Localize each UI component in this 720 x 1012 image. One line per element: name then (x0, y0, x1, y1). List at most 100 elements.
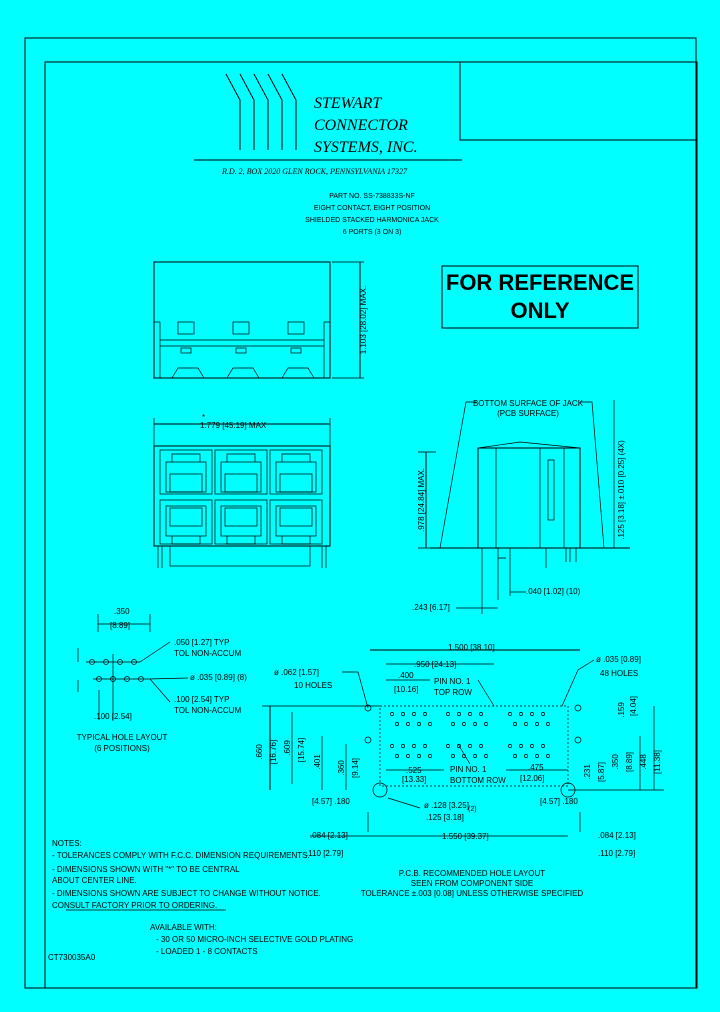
dim-100-bottom: .100 [2.54] (94, 712, 132, 721)
typical-layout-subtitle: (6 POSITIONS) (94, 744, 150, 753)
dim-1500: 1.500 [38.10] (448, 643, 495, 652)
pcb-hole (484, 754, 488, 758)
dim-050: .050 [1.27] TYP (174, 638, 229, 647)
dim-128: ø .128 [3.25] (424, 801, 469, 810)
pcb-hole (390, 744, 394, 748)
board-lock-hole-left (372, 782, 388, 798)
bottom-surface-label-2: (PCB SURFACE) (497, 409, 559, 418)
pcb-hole (513, 754, 517, 758)
dim-050-tol: TOL NON-ACCUM (174, 649, 241, 658)
pcb-hole (462, 722, 466, 726)
pcb-hole (412, 712, 416, 716)
typical-layout-title: TYPICAL HOLE LAYOUT (77, 733, 168, 742)
dim-062: ø .062 [1.57] (274, 668, 319, 677)
available-1: - 30 OR 50 MICRO-INCH SELECTIVE GOLD PLA… (156, 935, 353, 944)
pcb-hole (395, 722, 399, 726)
dim-525: .525 (406, 766, 422, 775)
part-number: PART NO. SS-738833S-NF (329, 193, 415, 200)
pcb-hole (446, 744, 450, 748)
note-2-cont: ABOUT CENTER LINE. (52, 876, 137, 885)
pcb-hole (412, 744, 416, 748)
pcb-hole (468, 712, 472, 716)
top-view-drawing (153, 261, 331, 379)
pin1-bottom-sub: BOTTOM ROW (450, 776, 506, 785)
note-3-cont: CONSULT FACTORY PRIOR TO ORDERING. (52, 901, 217, 910)
pcb-hole (535, 722, 539, 726)
dim-400: .400 (398, 671, 414, 680)
pcb-hole (395, 754, 399, 758)
dim-035-large: ø .035 [0.89] (596, 655, 641, 664)
dim-360: .360 (337, 760, 346, 776)
pcb-hole (457, 712, 461, 716)
pcb-hole (473, 722, 477, 726)
dim-040: .040 [1.02] (10) (526, 587, 581, 596)
dim-350-mm: [8.89] (110, 621, 130, 630)
reference-stamp-line1: FOR REFERENCE (446, 270, 634, 295)
pcb-hole (473, 754, 477, 758)
notes-title: NOTES: (52, 839, 82, 848)
dim-height: 1.103 [28.02] MAX. (359, 286, 368, 355)
dim-448: .448 (639, 754, 648, 770)
dim-100: .100 [2.54] TYP (174, 695, 229, 704)
dim-475-mm: [12.06] (520, 774, 544, 783)
pcb-layout-tolerance: TOLERANCE ±.003 [0.08] UNLESS OTHERWISE … (361, 889, 584, 898)
part-desc-1: EIGHT CONTACT, EIGHT POSITION (314, 205, 430, 212)
pcb-hole-pattern (379, 705, 569, 787)
pcb-hole (479, 712, 483, 716)
dim-448-mm: [11.38] (653, 750, 662, 774)
pcb-hole (524, 722, 528, 726)
reference-stamp-line2: ONLY (510, 298, 569, 323)
part-desc-2: SHIELDED STACKED HARMONICA JACK (305, 217, 439, 224)
dim-401: .401 (313, 754, 322, 770)
company-name-2: CONNECTOR (314, 117, 408, 134)
dim-457-right: [4.57] .180 (540, 797, 578, 806)
available-2: - LOADED 1 - 8 CONTACTS (156, 947, 258, 956)
dim-side-height: .978 [24.84] MAX. (417, 468, 426, 532)
pin1-top-label: PIN NO. 1 (434, 677, 471, 686)
pcb-hole (428, 722, 432, 726)
pcb-hole (406, 754, 410, 758)
pcb-hole (446, 712, 450, 716)
pin1-bottom-label: PIN NO. 1 (450, 765, 487, 774)
document-number: CT730035A0 (48, 953, 96, 962)
mount-hole-mid-left (364, 736, 372, 744)
dim-231: .231 (583, 764, 592, 780)
pcb-hole (513, 722, 517, 726)
pcb-hole (530, 712, 534, 716)
pcb-hole (519, 712, 523, 716)
front-view-drawing (153, 445, 331, 568)
pcb-hole (428, 754, 432, 758)
note-1: - TOLERANCES COMPLY WITH F.C.C. DIMENSIO… (52, 851, 310, 860)
mount-hole-top-left (364, 704, 372, 712)
pcb-hole (417, 754, 421, 758)
dim-035-small: ø .035 [0.89] (8) (190, 673, 247, 682)
dim-360-mm: [9.14] (351, 758, 360, 778)
dim-660: .660 (255, 744, 264, 760)
pin1-top-sub: TOP ROW (434, 688, 472, 697)
dim-609: .609 (283, 740, 292, 756)
available-title: AVAILABLE WITH: (150, 923, 217, 932)
title-block-box (459, 62, 697, 141)
pcb-hole (451, 722, 455, 726)
dim-609-mm: [15.74] (297, 738, 306, 762)
dim-110-left: .110 [2.79] (306, 849, 343, 858)
dim-950: .950 [24.13] (414, 660, 456, 669)
dim-457-left: [4.57] .180 (312, 797, 350, 806)
dim-084-left: .084 [2.13] (310, 831, 348, 840)
pcb-hole (406, 722, 410, 726)
dim-400-mm: [10.16] (394, 685, 418, 694)
pcb-hole (423, 744, 427, 748)
dim-159-mm: [4.04] (629, 696, 638, 716)
pcb-hole (390, 712, 394, 716)
pcb-hole (484, 722, 488, 726)
pcb-hole (479, 744, 483, 748)
dim-159: .159 (617, 702, 626, 718)
pcb-hole (541, 712, 545, 716)
note-3: - DIMENSIONS SHOWN ARE SUBJECT TO CHANGE… (52, 889, 321, 898)
dim-125: .125 [3.18] (426, 813, 464, 822)
pcb-hole (508, 744, 512, 748)
dim-350-right-mm: [8.89] (625, 752, 634, 772)
pcb-hole (546, 754, 550, 758)
pcb-hole (401, 744, 405, 748)
